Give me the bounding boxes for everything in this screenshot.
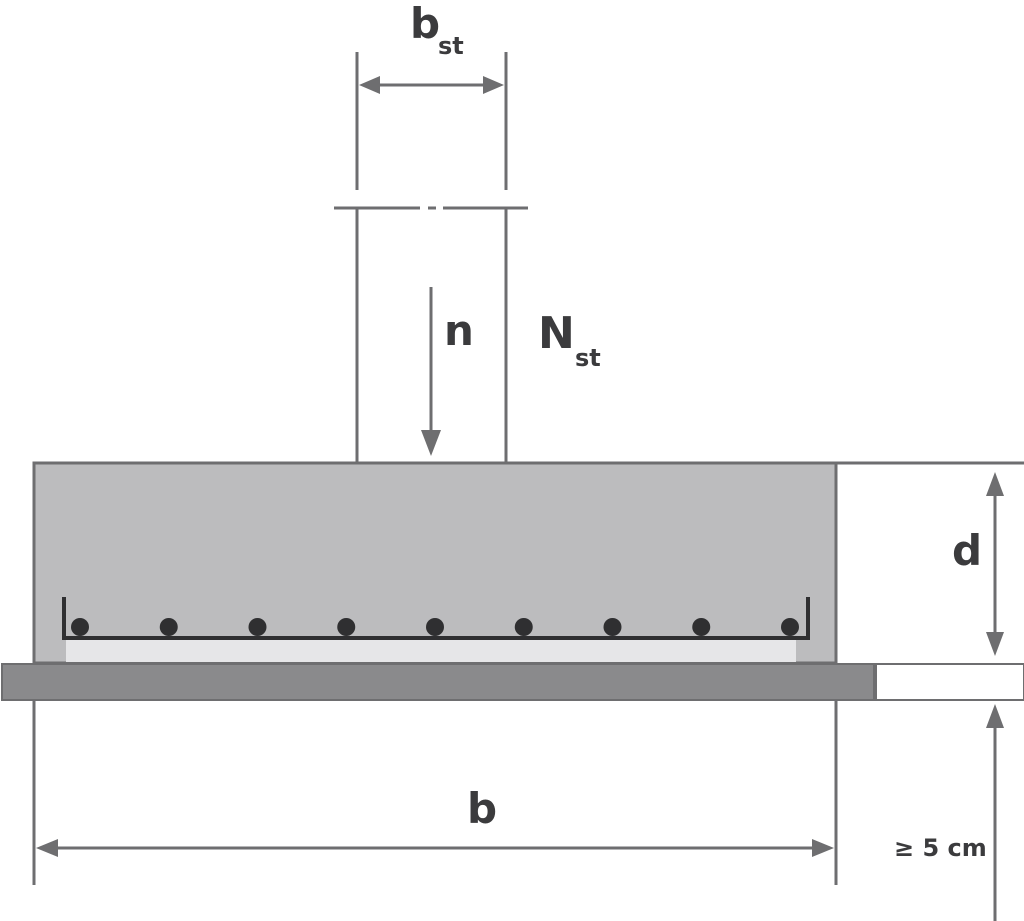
rebar-dot: [71, 618, 89, 636]
depth-arrow-top: [986, 472, 1004, 496]
rebar-dot: [692, 618, 711, 636]
concrete-cover-layer: [66, 640, 796, 662]
column-outline: [355, 208, 508, 463]
blinding-gap: [875, 663, 1024, 701]
column-load-label: N: [538, 308, 575, 359]
width-arrow-right: [812, 839, 834, 857]
rebar-dot: [159, 618, 178, 636]
column-width-label-subscript: st: [438, 32, 464, 60]
rebar-dots: [71, 618, 799, 636]
column-width-arrow-left: [359, 76, 380, 94]
column-width-label: b: [410, 0, 440, 48]
rebar-dot: [248, 618, 267, 636]
rebar-dot: [426, 618, 444, 636]
load-arrow-head: [421, 430, 441, 456]
rebar-dot: [514, 618, 533, 636]
blinding-thickness-label: ≥ 5 cm: [894, 834, 987, 862]
rebar-dot: [781, 618, 799, 636]
width-label: b: [467, 784, 497, 833]
depth-arrow-bottom: [986, 632, 1004, 656]
width-arrow-left: [36, 839, 58, 857]
rebar-dot: [337, 618, 356, 636]
column-width-arrow-right: [483, 76, 504, 94]
column-load-label-subscript: st: [575, 344, 601, 372]
rebar-dot: [603, 618, 622, 636]
depth-label: d: [952, 526, 982, 575]
load-label: n: [444, 306, 474, 355]
blinding-arrow-top: [986, 704, 1004, 728]
rebar-stirrup: [62, 597, 810, 640]
blinding-layer: [1, 663, 875, 701]
